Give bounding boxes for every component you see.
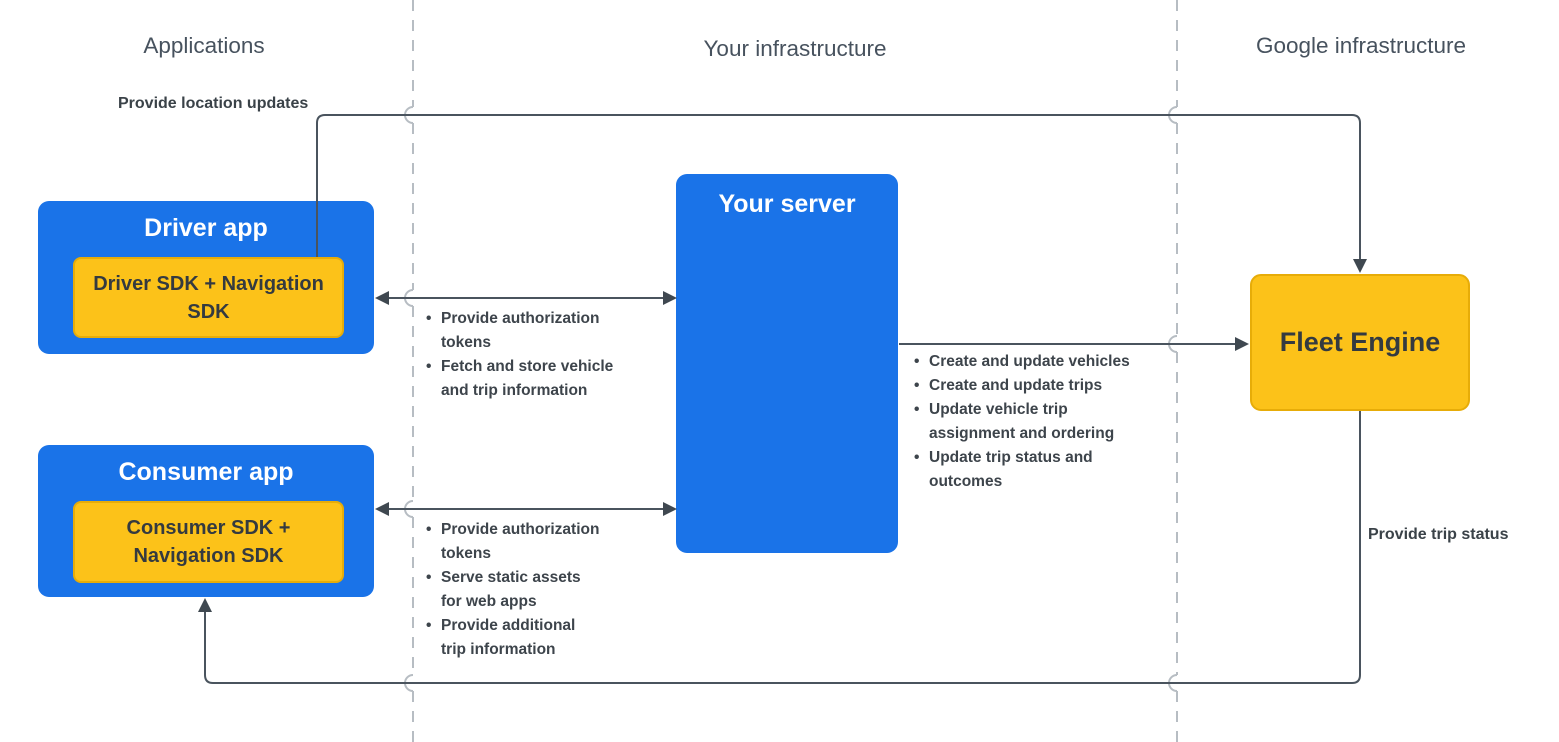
arrowhead-down-icon <box>1353 259 1367 273</box>
arrowhead-up-icon <box>198 598 212 612</box>
column-divider-right <box>1168 0 1178 742</box>
driver-server-bullet-list: Provide authorization tokens Fetch and s… <box>424 307 624 403</box>
arrowhead-right-icon <box>663 502 677 516</box>
fleet-engine-title: Fleet Engine <box>1279 327 1441 357</box>
bullet-item: Serve static assets for web apps <box>424 566 604 614</box>
server-fleet-bullet-list: Create and update vehicles Create and up… <box>912 350 1157 494</box>
connector-driver-server <box>375 291 677 305</box>
driver-app-title: Driver app <box>144 214 268 242</box>
consumer-app-title: Consumer app <box>118 458 294 486</box>
bullet-item: Update vehicle trip assignment and order… <box>912 398 1157 446</box>
driver-app-node: Driver app Driver SDK + Navigation SDK <box>38 201 374 354</box>
consumer-sdk-box: Consumer SDK + Navigation SDK <box>73 501 344 583</box>
bullet-item: Provide additional trip information <box>424 614 604 662</box>
connector-server-fleet <box>899 337 1249 351</box>
column-header-applications: Applications <box>143 33 265 58</box>
arrowhead-right-icon <box>663 291 677 305</box>
label-provide-trip-status: Provide trip status <box>1368 526 1509 543</box>
your-server-title: Your server <box>718 190 856 218</box>
bullet-item: Create and update trips <box>912 374 1157 398</box>
driver-sdk-box: Driver SDK + Navigation SDK <box>73 257 344 338</box>
arrowhead-left-icon <box>375 502 389 516</box>
bullet-item: Provide authorization tokens <box>424 518 604 566</box>
fleet-engine-node: Fleet Engine <box>1250 274 1470 411</box>
bullet-item: Update trip status and outcomes <box>912 446 1157 494</box>
arrowhead-right-icon <box>1235 337 1249 351</box>
column-header-google-infrastructure: Google infrastructure <box>1255 33 1467 58</box>
connector-consumer-server <box>375 502 677 516</box>
bullet-item: Create and update vehicles <box>912 350 1157 374</box>
consumer-server-bullet-list: Provide authorization tokens Serve stati… <box>424 518 604 662</box>
bullet-item: Provide authorization tokens <box>424 307 624 355</box>
label-provide-location-updates: Provide location updates <box>118 95 309 112</box>
column-divider-left <box>404 0 414 742</box>
your-server-node: Your server <box>676 174 898 553</box>
bullet-item: Fetch and store vehicle and trip informa… <box>424 355 624 403</box>
consumer-app-node: Consumer app Consumer SDK + Navigation S… <box>38 445 374 597</box>
column-header-your-infrastructure: Your infrastructure <box>703 36 887 61</box>
arrowhead-left-icon <box>375 291 389 305</box>
